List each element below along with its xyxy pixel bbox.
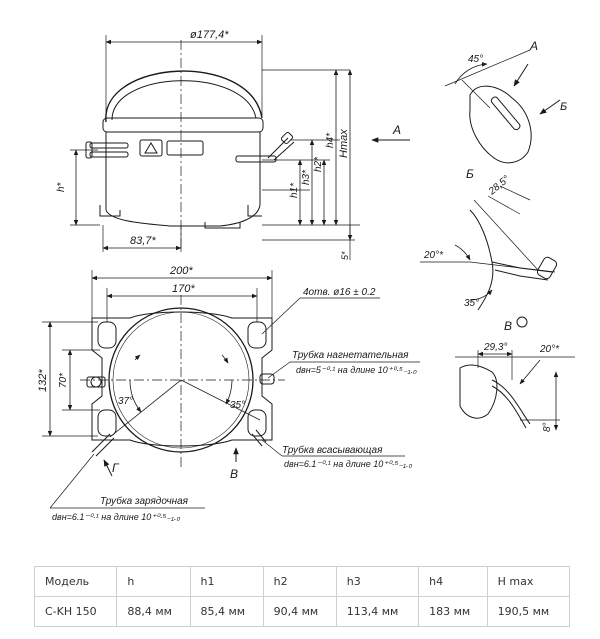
table-header-cell: h2 [262,566,337,597]
detail-b-dim-28: 28,5° [486,174,512,198]
five-label: 5* [340,251,350,260]
suction-spec: dвн=6.1⁻⁰·¹ на длине 10⁺⁰·⁵₋₁.₀ [284,459,412,469]
table-header-cell: h4 [418,566,488,597]
table-header-cell: Модель [33,566,118,597]
detail-v [455,316,575,431]
compressor-body [105,132,261,227]
base-plate [91,311,273,447]
detail-v-dim-29: 29,3° [483,342,507,353]
technical-drawing: ø177,4* 83,7* h* h1* h3* h2* h4* Hmax 5*… [37,29,575,522]
table-header-cell: h3 [335,566,420,597]
angle-right-label: 35° [230,400,245,411]
detail-a-title: A [529,39,538,53]
view-v-label: В [230,467,238,481]
detail-v-circle-icon [516,316,528,328]
view-a-label: A [392,123,401,137]
table-header-row: Модель h h1 h2 h3 h4 H max [33,566,571,597]
table-cell: 190,5 мм [486,596,571,627]
detail-a-arrow-b: Б [560,101,567,113]
height-70-label: 70* [58,372,69,388]
table-cell: 88,4 мм [116,596,191,627]
warning-triangle-icon [144,142,158,154]
front-view [70,35,410,260]
h1-label: h1* [289,182,300,198]
height-132-label: 132* [37,369,49,392]
table-cell: 85,4 мм [189,596,264,627]
plan-view [42,270,420,509]
charge-title: Трубка зарядочная [100,495,189,507]
suction-title: Трубка всасывающая [282,444,383,456]
discharge-title: Трубка нагнетательная [292,349,409,361]
h2-label: h2* [313,156,324,172]
compressor-dome [105,70,263,123]
hmax-label: Hmax [338,129,350,158]
table-header-cell: h1 [189,566,264,597]
detail-v-dim-20: 20°* [539,344,560,355]
width-dim-label: ø177,4* [190,29,229,41]
table-cell: 113,4 мм [335,596,420,627]
detail-v-dim-8: 8° [542,422,553,432]
depth-dim-label: 83,7* [130,235,156,247]
detail-b [420,185,558,311]
detail-b-dim-35: 35° [464,298,479,309]
table-header-cell: h [116,566,191,597]
charge-spec: dвн=6.1⁻⁰·¹ на длине 10⁺⁰·⁵₋₁.₀ [52,512,180,522]
table-cell: 183 мм [418,596,488,627]
specs-table: Модель h h1 h2 h3 h4 H max С-KH 150 88,4… [33,566,571,627]
table-row: С-KH 150 88,4 мм 85,4 мм 90,4 мм 113,4 м… [33,596,571,627]
discharge-spec: dвн=5⁻⁰·¹ на длине 10⁺⁰·⁵₋₁.₀ [296,365,417,375]
width-200-label: 200* [169,265,193,277]
compressor-belt [102,117,264,133]
detail-a [444,49,561,164]
table-cell: С-KH 150 [33,596,118,627]
h4-label: h4* [325,132,336,148]
detail-v-title: В [504,319,512,333]
detail-b-dim-20: 20°* [423,250,444,261]
detail-b-title: Б [466,167,474,181]
view-g-label: Г [112,461,120,475]
table-header-cell: H max [486,566,571,597]
width-170-label: 170* [172,283,195,295]
holes-label: 4отв. ø16 ± 0.2 [303,287,376,298]
angle-left-label: 37° [118,396,133,407]
h-label: h* [56,181,67,192]
h3-label: h3* [301,169,312,185]
table-cell: 90,4 мм [262,596,337,627]
detail-a-angle: 45° [468,54,483,65]
